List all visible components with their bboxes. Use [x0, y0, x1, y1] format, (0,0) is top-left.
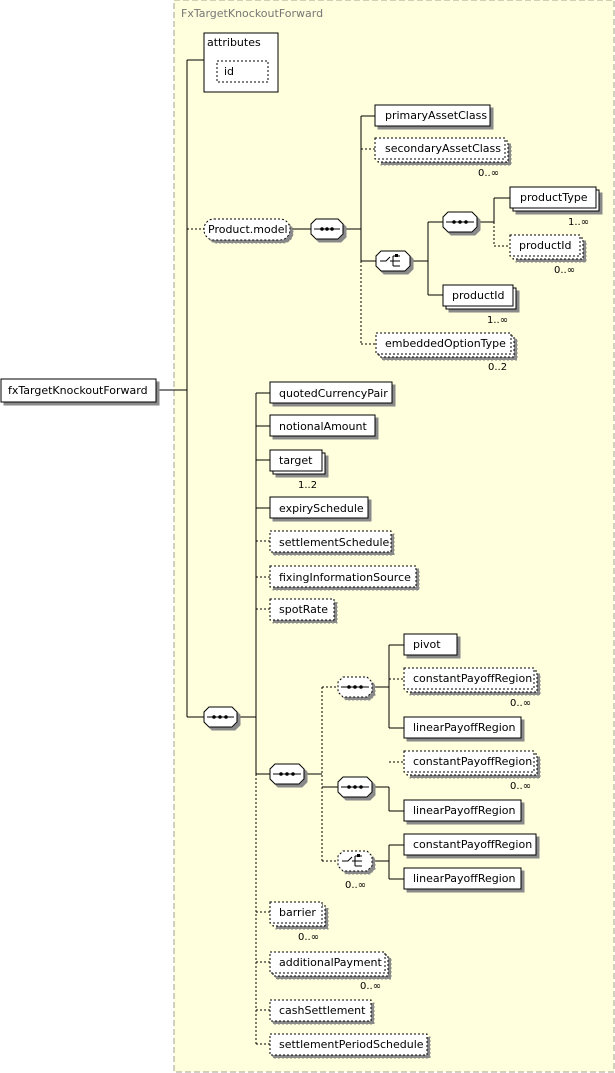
element-secondary-asset-class[interactable]	[374, 137, 506, 160]
element-constant-payoff-region-1[interactable]	[403, 667, 535, 690]
element-linear-payoff-region-3[interactable]	[403, 867, 522, 890]
element-pivot-label: pivot	[413, 638, 441, 651]
element-fixing-information-source-label: fixingInformationSource	[279, 571, 411, 584]
complex-type-title: FxTargetKnockoutForward	[181, 7, 323, 20]
element-product-id-optional[interactable]	[509, 234, 581, 257]
multiplicity-barrier: 0..∞	[298, 932, 319, 943]
root-element-label: fxTargetKnockoutForward	[8, 384, 148, 397]
element-linear-payoff-region-2[interactable]	[403, 799, 522, 822]
element-target[interactable]	[269, 449, 323, 472]
element-constant-payoff-region-1-label: constantPayoffRegion	[413, 672, 532, 685]
product-model-group[interactable]	[203, 218, 291, 241]
element-target-label: target	[279, 454, 313, 467]
element-spot-rate[interactable]	[269, 598, 335, 621]
sequence-icon	[269, 763, 305, 785]
multiplicity-product-id: 1..∞	[487, 315, 508, 326]
element-barrier-label: barrier	[279, 906, 316, 919]
element-barrier[interactable]	[269, 901, 323, 924]
element-pivot[interactable]	[403, 633, 458, 656]
sequence-icon	[337, 776, 373, 798]
element-expiry-schedule-label: expirySchedule	[279, 502, 364, 515]
sequence-icon	[442, 211, 478, 233]
element-expiry-schedule[interactable]	[269, 496, 369, 519]
element-settlement-schedule-label: settlementSchedule	[279, 536, 389, 549]
multiplicity-constant-payoff-region-1: 0..∞	[510, 698, 531, 709]
element-product-id-label: productId	[452, 289, 505, 302]
element-additional-payment-label: additionalPayment	[279, 956, 382, 969]
element-primary-asset-class-label: primaryAssetClass	[385, 109, 487, 122]
element-settlement-schedule[interactable]	[269, 530, 392, 553]
element-quoted-currency-pair[interactable]	[269, 381, 393, 404]
multiplicity-target: 1..2	[298, 480, 317, 491]
connector-lines	[156, 59, 510, 880]
attribute-id-label: id	[224, 65, 234, 78]
element-linear-payoff-region-2-label: linearPayoffRegion	[413, 804, 515, 817]
element-cash-settlement[interactable]	[269, 999, 372, 1022]
element-linear-payoff-region-1[interactable]	[403, 716, 522, 739]
sequence-icon	[310, 218, 344, 240]
element-notional-amount[interactable]	[269, 414, 376, 437]
attribute-id-box[interactable]	[216, 60, 269, 83]
element-cash-settlement-label: cashSettlement	[279, 1004, 366, 1017]
attributes-title: attributes	[207, 36, 261, 49]
choice-icon	[337, 850, 373, 872]
element-embedded-option-type-label: embeddedOptionType	[385, 337, 506, 350]
element-constant-payoff-region-3-label: constantPayoffRegion	[413, 838, 532, 851]
element-linear-payoff-region-3-label: linearPayoffRegion	[413, 872, 515, 885]
root-element-box[interactable]	[0, 378, 157, 403]
sequence-icon	[337, 676, 373, 698]
multiplicity-product-id-optional: 0..∞	[554, 265, 575, 276]
element-settlement-period-schedule[interactable]	[269, 1033, 428, 1056]
element-product-type-label: productType	[520, 191, 588, 204]
element-additional-payment[interactable]	[269, 951, 386, 974]
element-embedded-option-type[interactable]	[375, 332, 512, 355]
product-model-label: Product.model	[208, 223, 288, 236]
element-constant-payoff-region-3[interactable]	[403, 833, 537, 856]
sequence-icon	[203, 706, 238, 728]
element-product-id[interactable]	[442, 284, 514, 307]
element-product-type[interactable]	[509, 186, 597, 209]
multiplicity-constant-payoff-region-2: 0..∞	[510, 781, 531, 792]
multiplicity-embedded-option-type: 0..2	[488, 362, 507, 373]
multiplicity-product-type: 1..∞	[568, 217, 589, 228]
element-spot-rate-label: spotRate	[279, 603, 328, 616]
element-constant-payoff-region-2[interactable]	[403, 750, 535, 773]
multiplicity-additional-payment: 0..∞	[360, 981, 381, 992]
multiplicity-payoff-choice: 0..∞	[345, 880, 366, 891]
element-fixing-information-source[interactable]	[269, 565, 417, 588]
complex-type-box	[173, 0, 615, 1073]
element-product-id-optional-label: productId	[519, 239, 572, 252]
element-secondary-asset-class-label: secondaryAssetClass	[385, 142, 501, 155]
element-quoted-currency-pair-label: quotedCurrencyPair	[279, 387, 388, 400]
optional-connector-lines	[187, 148, 510, 1045]
element-settlement-period-schedule-label: settlementPeriodSchedule	[279, 1038, 424, 1051]
element-linear-payoff-region-1-label: linearPayoffRegion	[413, 721, 515, 734]
element-notional-amount-label: notionalAmount	[279, 420, 367, 433]
element-constant-payoff-region-2-label: constantPayoffRegion	[413, 755, 532, 768]
element-primary-asset-class[interactable]	[374, 104, 491, 127]
multiplicity-secondary-asset-class: 0..∞	[478, 168, 499, 179]
choice-icon	[375, 250, 411, 272]
